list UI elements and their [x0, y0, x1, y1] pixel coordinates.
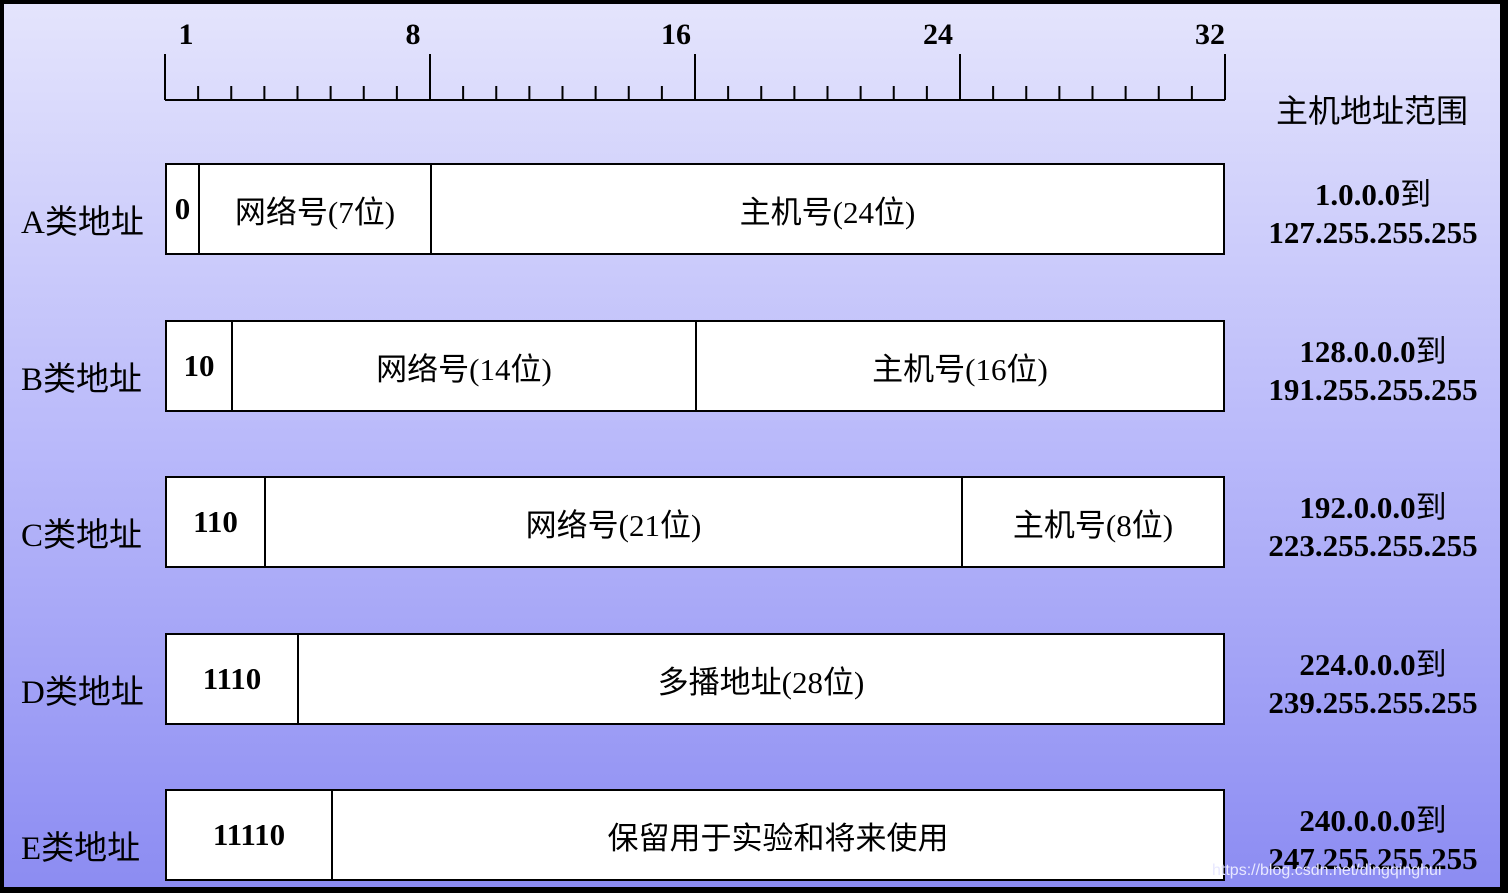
- class-a-bar: 0 网络号(7位) 主机号(24位): [165, 163, 1225, 255]
- class-a-range: 1.0.0.0到 127.255.255.255: [1258, 176, 1488, 252]
- class-a-range-start: 1.0.0.0: [1314, 177, 1401, 212]
- class-b-range: 128.0.0.0到 191.255.255.255: [1258, 333, 1488, 409]
- class-c-range: 192.0.0.0到 223.255.255.255: [1258, 489, 1488, 565]
- row-label-d-text: D类地址: [21, 675, 144, 711]
- ruler-tick-label-1: 1: [178, 18, 194, 51]
- class-a-range-to: 到: [1400, 177, 1432, 212]
- class-a-host: 主机号(24位): [739, 194, 916, 230]
- class-b-host: 主机号(16位): [872, 351, 1048, 387]
- class-e-range-start: 240.0.0.0: [1299, 803, 1416, 838]
- class-b-bar: 10 网络号(14位) 主机号(16位): [165, 320, 1225, 412]
- class-d-range-to: 到: [1415, 647, 1447, 682]
- ruler-tick-label-32: 32: [1195, 18, 1225, 51]
- row-label-e-text: E类地址: [21, 831, 141, 867]
- row-label-e: E类地址: [21, 821, 140, 869]
- class-d-range-end: 239.255.255.255: [1268, 685, 1478, 720]
- class-b-range-start: 128.0.0.0: [1299, 334, 1416, 369]
- class-c-bar: 110 网络号(21位) 主机号(8位): [165, 476, 1225, 568]
- class-b-range-end: 191.255.255.255: [1268, 372, 1478, 407]
- class-e-range-end: 247.255.255.255: [1268, 841, 1478, 876]
- class-e-bar: 11110 保留用于实验和将来使用: [165, 789, 1225, 881]
- class-e-reserved: 保留用于实验和将来使用: [607, 820, 949, 856]
- bit-ruler: [164, 54, 1226, 101]
- class-d-range-start: 224.0.0.0: [1299, 647, 1416, 682]
- ruler-tick-label-16: 16: [661, 18, 691, 51]
- row-label-c: C类地址: [21, 508, 142, 556]
- class-a-prefix: 0: [167, 165, 200, 253]
- watermark: https://blog.csdn.net/dingqinghui: [1212, 862, 1442, 879]
- class-b-network: 网络号(14位): [233, 322, 697, 410]
- class-d-bar: 1110 多播地址(28位): [165, 633, 1225, 725]
- class-c-host: 主机号(8位): [1012, 507, 1174, 543]
- class-d-range: 224.0.0.0到 239.255.255.255: [1258, 646, 1488, 722]
- class-c-range-end: 223.255.255.255: [1268, 528, 1478, 563]
- class-c-network: 网络号(21位): [266, 478, 963, 566]
- host-range-header: 主机地址范围: [1276, 93, 1469, 129]
- row-label-c-text: C类地址: [21, 518, 143, 554]
- row-label-d: D类地址: [21, 665, 144, 713]
- class-e-prefix: 11110: [167, 791, 333, 879]
- class-c-range-start: 192.0.0.0: [1299, 490, 1416, 525]
- ruler-tick-label-24: 24: [923, 18, 953, 51]
- ruler-ticks: [164, 54, 1226, 100]
- class-d-multicast: 多播地址(28位): [657, 664, 865, 700]
- ip-class-diagram: 1 8 16 24 32 主机地址范围 A类地址 0 网络号(7位) 主机号(2…: [4, 4, 1500, 887]
- ruler-tick-label-8: 8: [405, 18, 421, 51]
- row-label-b-text: B类地址: [21, 362, 143, 398]
- class-e-range: 240.0.0.0到 247.255.255.255: [1258, 802, 1488, 878]
- class-b-range-to: 到: [1415, 334, 1447, 369]
- class-d-prefix: 1110: [167, 635, 299, 723]
- class-e-range-to: 到: [1415, 803, 1447, 838]
- class-c-range-to: 到: [1415, 490, 1447, 525]
- row-label-a-text: A类地址: [21, 205, 144, 241]
- class-c-prefix: 110: [167, 478, 266, 566]
- row-label-a: A类地址: [21, 195, 144, 243]
- class-b-prefix: 10: [167, 322, 233, 410]
- class-a-range-end: 127.255.255.255: [1268, 215, 1478, 250]
- class-a-network: 网络号(7位): [200, 165, 432, 253]
- row-label-b: B类地址: [21, 352, 142, 400]
